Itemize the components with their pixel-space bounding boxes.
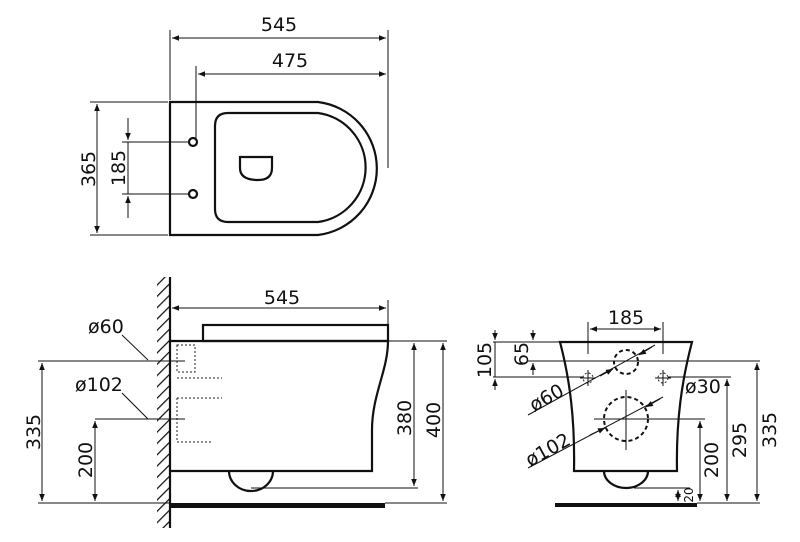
fixing-hole-icon <box>655 370 671 386</box>
wall-hatch <box>157 277 170 528</box>
dim-front-top-to-inlet: 65 <box>511 342 533 366</box>
bowl-outline-side <box>170 339 390 473</box>
seat-lid <box>201 323 390 343</box>
dim-side-inlet-height: 335 <box>23 414 45 450</box>
side-view: 545 ø60 ø102 335 200 380 400 <box>23 277 447 528</box>
dim-front-outlet-height: 200 <box>701 442 723 478</box>
inlet-circle <box>613 349 639 375</box>
fixing-hole-icon <box>187 188 199 200</box>
bowl-foot-side <box>227 470 275 493</box>
floor-line <box>170 503 385 508</box>
flush-rim-outlet <box>238 155 274 182</box>
bowl-outline-top <box>168 100 378 237</box>
dim-front-fixing-hole-diameter: ø30 <box>685 376 721 398</box>
front-view: 185 105 65 ø60 ø102 ø30 200 295 335 <box>474 307 781 507</box>
dim-side-outlet-height: 200 <box>75 442 97 478</box>
dim-top-overall-length: 545 <box>261 14 297 36</box>
dim-front-inlet-diameter: ø60 <box>526 380 568 417</box>
dim-top-fixing-spacing: 185 <box>108 150 130 186</box>
dim-front-fixing-height: 295 <box>729 422 751 458</box>
bowl-foot-front <box>602 470 650 490</box>
dim-front-inlet-height: 335 <box>759 412 781 448</box>
dim-top-seat-length: 475 <box>272 50 308 72</box>
dim-top-width: 365 <box>78 151 100 187</box>
dim-front-fixing-spacing: 185 <box>608 307 644 329</box>
dim-side-total-height: 400 <box>423 402 445 438</box>
dim-side-inlet-diameter: ø60 <box>88 316 124 338</box>
fixing-hole-icon <box>580 370 596 386</box>
dim-side-outlet-diameter: ø102 <box>75 374 123 396</box>
floor-line <box>555 503 697 507</box>
bowl-outline-front <box>558 340 694 473</box>
dim-front-outlet-diameter: ø102 <box>522 429 575 471</box>
dim-front-floor-gap: 20 <box>682 487 696 502</box>
dim-side-overall-length: 545 <box>264 287 300 309</box>
dim-front-top-to-fixing: 105 <box>474 342 496 378</box>
seat-opening <box>213 111 367 224</box>
dim-side-bowl-height: 380 <box>394 400 416 436</box>
top-view: 545 475 365 185 <box>78 14 389 237</box>
